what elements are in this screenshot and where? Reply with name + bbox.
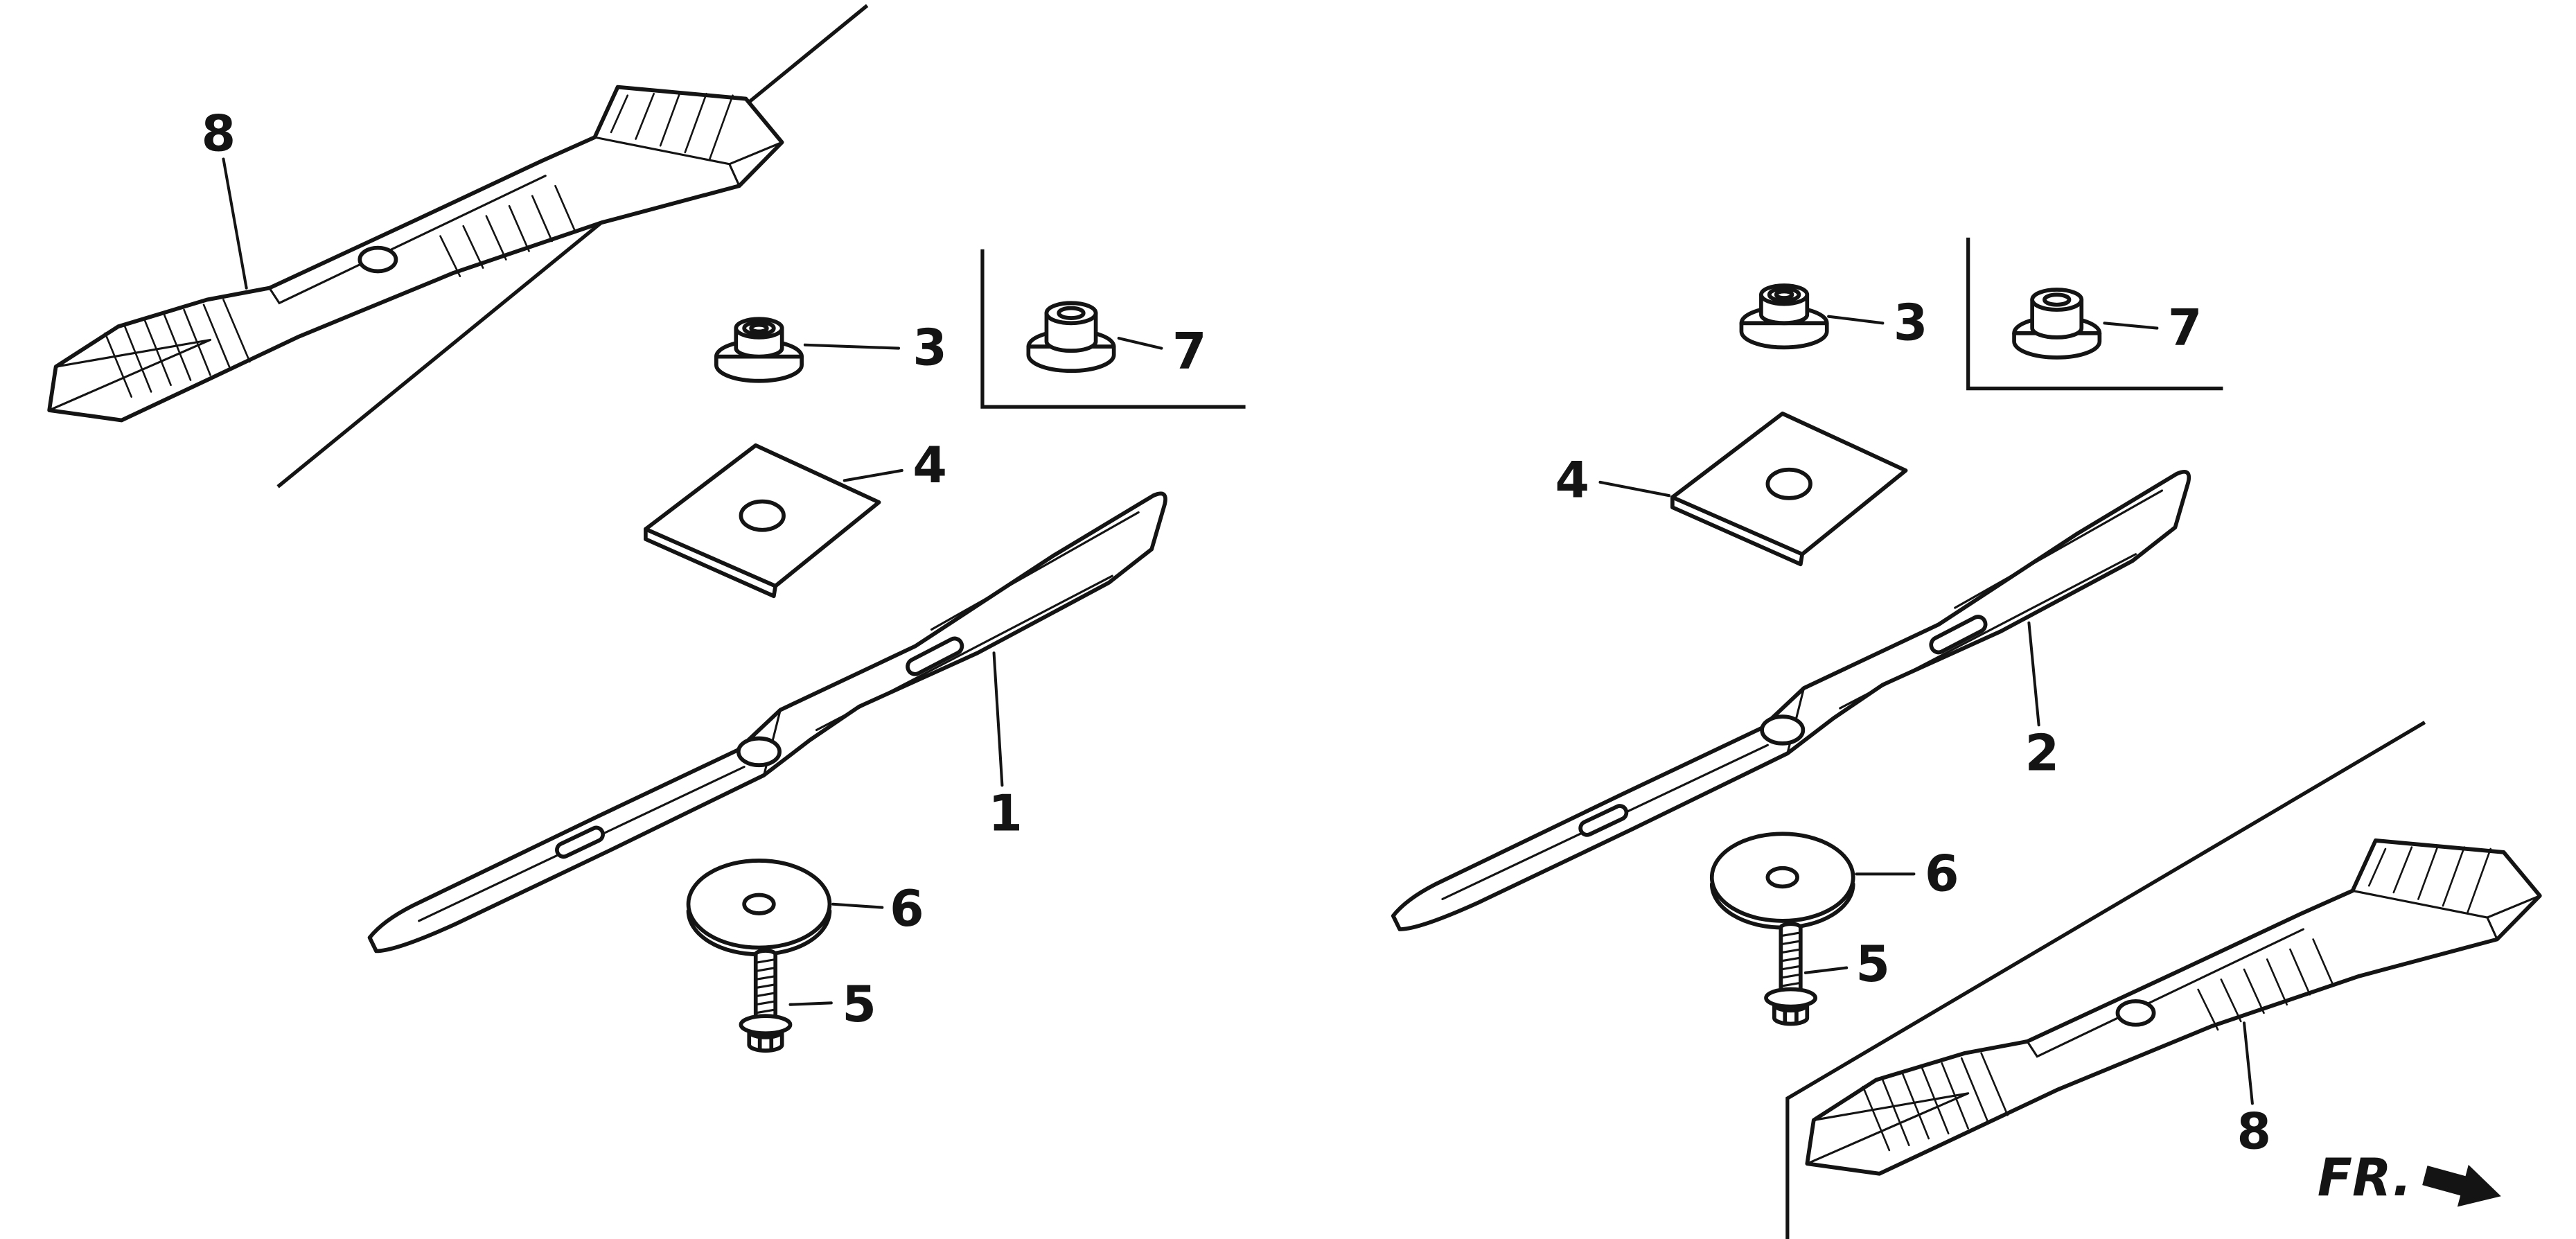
part-label-7-right: 7 — [2168, 298, 2202, 357]
leader-left-part-6 — [831, 902, 884, 909]
leader-left-part-4 — [843, 468, 903, 482]
leader-right-part-3 — [1827, 315, 1885, 325]
washer-left — [689, 861, 830, 954]
leader-right-part-5 — [1803, 966, 1849, 974]
blade-bolt-left — [741, 951, 790, 1051]
leader-right-part-4 — [1598, 480, 1671, 498]
bracket-line-right-collar — [1966, 237, 2223, 391]
part-label-1: 1 — [988, 784, 1022, 843]
part-label-3-right: 3 — [1894, 293, 1927, 352]
leader-left-part-1 — [992, 651, 1004, 787]
fr-label: FR. — [2318, 1148, 2412, 1209]
part-label-7-left: 7 — [1172, 322, 1206, 380]
leader-left-part-5 — [788, 1001, 833, 1006]
part-label-4-right: 4 — [1555, 450, 1589, 509]
part-label-3-left: 3 — [912, 318, 946, 377]
part-label-5-right: 5 — [1855, 934, 1889, 993]
leader-right-part-7 — [2103, 322, 2159, 330]
part-label-6-right: 6 — [1925, 844, 1959, 903]
leader-right-part-2 — [2027, 621, 2040, 727]
part-label-5-left: 5 — [842, 974, 876, 1033]
bracket-line-left-collar — [980, 249, 1246, 409]
blade-plate-right — [1673, 414, 1906, 564]
part-label-6-left: 6 — [890, 879, 924, 938]
border-line-bottom-right — [1785, 721, 2426, 1239]
blade-8-lower-right — [1807, 841, 2540, 1174]
part-label-2: 2 — [2025, 723, 2059, 782]
leader-left-part-7 — [1117, 337, 1163, 350]
washer-right — [1712, 834, 1853, 927]
leader-left-part-8 — [222, 157, 248, 290]
blade-8-upper-left — [49, 87, 782, 421]
collar-left — [1028, 303, 1113, 371]
flange-nut-right — [1741, 285, 1826, 347]
border-line-top-left — [276, 3, 869, 489]
part-label-8-right: 8 — [2237, 1102, 2271, 1161]
blade-plate-left — [646, 446, 879, 596]
part-label-4-left: 4 — [912, 435, 946, 494]
leader-right-part-8 — [2243, 1021, 2254, 1105]
fr-direction-arrow — [2422, 1164, 2501, 1207]
flange-nut-left — [716, 319, 802, 380]
part-label-8-left: 8 — [202, 104, 236, 163]
leader-left-part-3 — [803, 343, 901, 350]
collar-right — [2014, 290, 2099, 358]
